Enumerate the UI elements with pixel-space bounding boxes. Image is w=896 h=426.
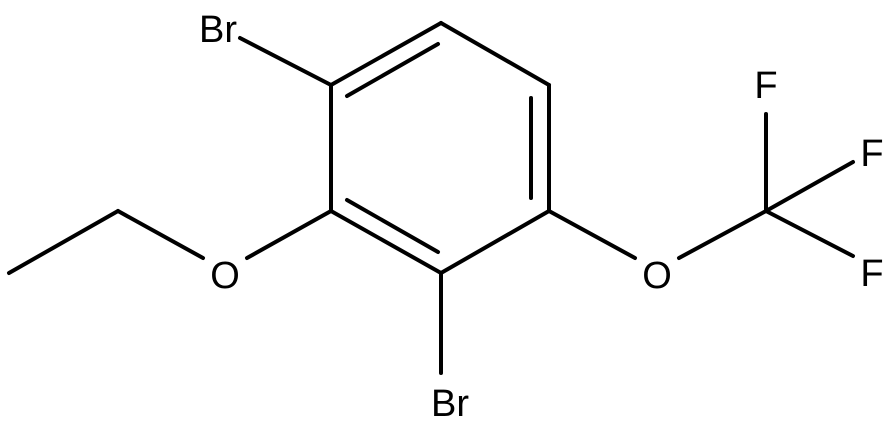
atom-f-top: F (754, 65, 777, 107)
ring-bond-c4-c5 (439, 209, 551, 275)
ring-bond-c2-c3 (439, 21, 551, 87)
atom-f-bottom: F (860, 253, 883, 295)
ring-bond-c5-c6 (329, 209, 443, 275)
substituent-bonds (7, 36, 855, 375)
bond-c1-br (238, 36, 333, 87)
atom-f-mid: F (860, 133, 883, 175)
bond-o-cf3 (677, 209, 768, 260)
bond-o-ch2 (116, 209, 205, 260)
atom-br-bottom: Br (431, 383, 469, 425)
atom-labels: Br Br O O F F F (199, 9, 884, 425)
ring-bond-c5-c6-inner (345, 198, 440, 254)
bond-ch2-ch3 (7, 209, 120, 275)
bond-c-f-bottom (764, 209, 855, 258)
bond-c-f-mid (764, 160, 855, 213)
ring-bond-c1-c2 (329, 21, 443, 87)
bond-c4-o (547, 209, 637, 260)
ring-bond-c1-c2-inner (345, 42, 440, 98)
atom-br-top: Br (199, 9, 237, 51)
atom-o-ethoxy: O (210, 255, 240, 297)
atom-o-trifluoromethoxy: O (642, 255, 672, 297)
bond-c6-o (245, 209, 333, 260)
benzene-ring (329, 21, 551, 275)
